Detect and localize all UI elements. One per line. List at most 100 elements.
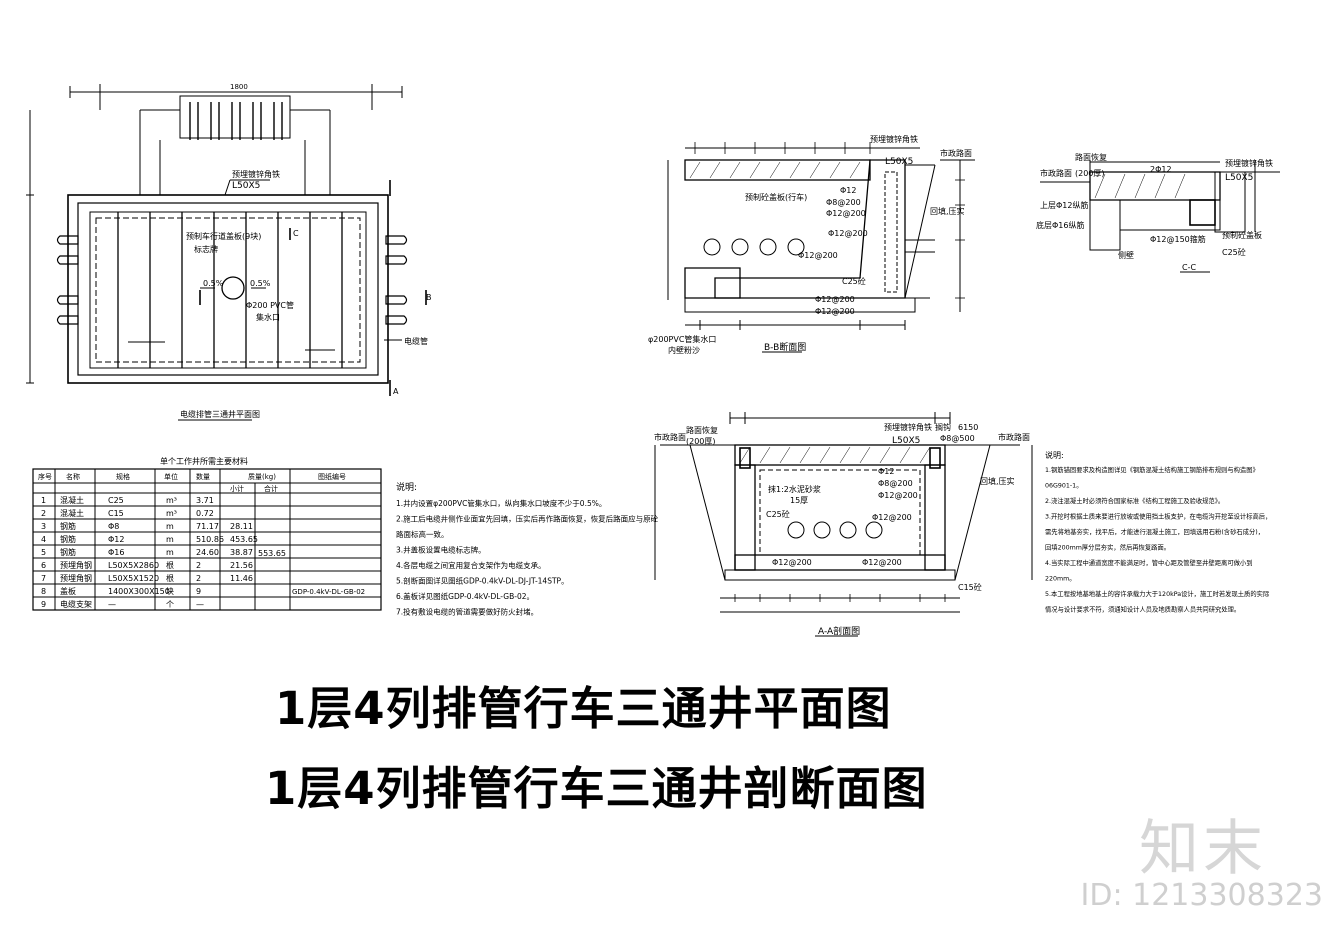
mid-notes-heading: 说明: (396, 481, 417, 493)
note-line: 7.投有敷设电缆的管道需要做好防火封堵。 (396, 607, 538, 617)
note-line: 情况与设计要求不符，须通知设计人员及地质勘察人员共同研究处理。 (1045, 605, 1240, 614)
cc-bot-bar: 底层Φ16纵筋 (1036, 220, 1084, 230)
bb-backfill: 回填,压实 (930, 206, 965, 216)
bb-angle-size: L50X5 (885, 157, 913, 167)
aa-r3: Φ12@200 (878, 491, 918, 500)
bb-road: 市政路面 (940, 148, 972, 158)
note-line: 2.施工后电缆井侧作业面宜先回填，压实后再作路面恢复，恢复后路面应与原砼 (396, 514, 659, 524)
table-cell: m (166, 548, 174, 557)
table-cell: 6 (41, 561, 46, 570)
aa-thick: (200厚) (686, 437, 716, 446)
table-cell: C25 (108, 496, 124, 505)
plan-cut-c: C (293, 229, 299, 238)
aa-c15: C15砼 (958, 582, 982, 592)
cc-angle: 预埋镀锌角铁 (1225, 158, 1273, 168)
table-cell: m (166, 535, 174, 544)
section-bb (667, 142, 975, 353)
table-subheader-0: 小计 (230, 484, 244, 493)
plan-cut-b: B (426, 293, 432, 302)
table-title: 单个工作井所需主要材料 (160, 456, 248, 466)
table-cell: — (196, 600, 204, 609)
aa-bar500: Φ8@500 (940, 434, 975, 443)
table-cell: 2 (196, 574, 201, 583)
table-cell: 预埋角钢 (60, 573, 92, 583)
aa-hook-spec: 6150 (958, 423, 978, 432)
table-cell: 71.17 (196, 522, 219, 531)
bb-pipe: φ200PVC管集水口 (648, 334, 716, 344)
bb-title: B-B断面图 (764, 341, 806, 353)
table-cell: 28.11 (230, 522, 253, 531)
bb-r3: Φ12@200 (828, 229, 868, 238)
table-cell: 510.86 (196, 535, 224, 544)
aa-backfill: 回填,压实 (980, 476, 1015, 486)
bb-top-bar: Φ12 (840, 186, 856, 195)
table-cell: 5 (41, 548, 46, 557)
table-cell: 钢筋 (60, 521, 76, 531)
aa-title: A-A剖面图 (818, 625, 860, 637)
table-cell: 3 (41, 522, 46, 531)
aa-c25: C25砼 (766, 509, 790, 519)
note-line: 回填200mm厚分层夯实，然后再恢复路面。 (1045, 543, 1170, 552)
note-line: 220mm。 (1045, 576, 1076, 583)
bb-sub: 内壁粉沙 (668, 345, 700, 355)
aa-mortar: 抹1:2水泥砂浆 (768, 484, 821, 494)
table-cell: 根 (166, 560, 174, 570)
table-cell: GDP-0.4kV-DL-GB-02 (292, 588, 365, 596)
table-cell: 21.56 (230, 561, 253, 570)
table-cell: m³ (166, 496, 177, 505)
plan-angle-size: L50X5 (232, 181, 260, 191)
plan-slope-right: 0.5% (250, 279, 271, 288)
bb-r6: Φ12@200 (815, 307, 855, 316)
table-header-0: 序号 (38, 472, 52, 481)
table-subheader-1: 合计 (264, 484, 278, 493)
brand-id: ID: 1213308323 (1080, 878, 1323, 913)
note-line: 2.浇注混凝土时必须符合国家标准《结构工程施工及验收规范》。 (1045, 496, 1224, 505)
note-line: 4.各层电缆之间宜用复合支架作为电缆支承。 (396, 560, 546, 570)
table-cell: 1 (41, 496, 46, 505)
table-cell: 预埋角钢 (60, 560, 92, 570)
aa-r5: Φ12@200 (772, 558, 812, 567)
table-cell: m³ (166, 509, 177, 518)
title-section: 1层4列排管行车三通井剖断面图 (265, 762, 928, 815)
cc-bar2: 2Φ12 (1150, 165, 1172, 174)
table-header-6: 图纸编号 (318, 472, 346, 481)
note-line: 3.井盖板设置电缆标志牌。 (396, 545, 486, 555)
cc-thick: (200厚) (1075, 169, 1105, 178)
aa-road-left: 市政路面 (654, 432, 686, 442)
note-line: 5.本工程按地基地基土的容许承载力大于120kPa设计，施工时若发现土质的实际 (1045, 589, 1269, 598)
table-cell: 9 (196, 587, 201, 596)
aa-road-right: 市政路面 (998, 432, 1030, 442)
plan-marker-label: 标志牌 (194, 244, 218, 254)
cc-title: C-C (1182, 263, 1196, 272)
section-aa (654, 412, 1033, 637)
table-cell: 块 (166, 586, 174, 596)
table-cell: 钢筋 (60, 547, 76, 557)
table-header-3: 单位 (164, 472, 178, 481)
plan-cable-pipe: 电缆管 (404, 336, 428, 346)
note-line: 5.剖断面图详见图纸GDP-0.4kV-DL-DJ-JT-14STP。 (396, 576, 569, 586)
table-cell: 7 (41, 574, 46, 583)
plan-angle-label: 预埋镀锌角铁 (232, 169, 280, 179)
bb-c25: C25砼 (842, 276, 866, 286)
aa-r4: Φ12@200 (872, 513, 912, 522)
materials-table-grid (32, 468, 382, 611)
note-line: 路面标高一致。 (396, 529, 449, 539)
table-cell: Φ16 (108, 548, 124, 557)
table-cell: 8 (41, 587, 46, 596)
cc-c25: C25砼 (1222, 247, 1246, 257)
table-cell: — (108, 600, 116, 609)
table-header-1: 名称 (66, 472, 80, 481)
cc-angle-size: L50X5 (1225, 173, 1253, 183)
table-cell: 混凝土 (60, 508, 84, 518)
cc-city: 市政路面 (1040, 168, 1072, 178)
aa-hook: 搁钩 (935, 422, 951, 432)
cc-wall: 侧壁 (1118, 250, 1134, 260)
table-cell: 11.46 (230, 574, 253, 583)
table-cell: C15 (108, 509, 124, 518)
table-cell: 38.87 (230, 548, 253, 557)
cc-road: 路面恢复 (1075, 152, 1107, 162)
table-cell: Φ12 (108, 535, 124, 544)
note-line: 06G901-1。 (1045, 483, 1083, 490)
title-plan: 1层4列排管行车三通井平面图 (275, 682, 892, 735)
